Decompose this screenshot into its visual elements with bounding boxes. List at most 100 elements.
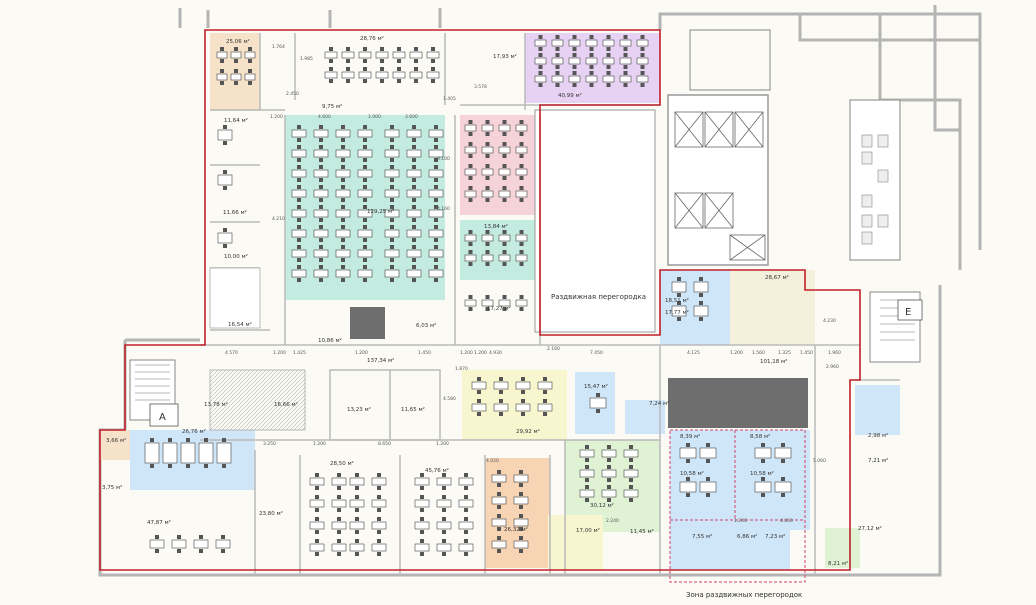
desk: [406, 249, 422, 258]
chair: [497, 505, 501, 509]
desk: [568, 75, 581, 83]
chair: [390, 265, 394, 269]
chair: [468, 142, 473, 146]
area-label: 11,45 м²: [630, 528, 654, 535]
desk: [515, 381, 531, 390]
desk: [331, 499, 347, 508]
chair: [414, 67, 418, 71]
chair: [420, 530, 424, 534]
chair: [234, 59, 238, 63]
desk: [636, 39, 649, 47]
dimension-label: 2.240: [606, 518, 619, 524]
chair: [390, 218, 394, 222]
dimension-label: 2.960: [826, 364, 839, 370]
area-label: 30,12 м²: [590, 502, 614, 509]
area-label: 40,99 м²: [558, 92, 582, 99]
chair: [222, 438, 226, 442]
service-areas: [129, 267, 921, 431]
chair: [572, 35, 577, 39]
chair: [640, 71, 645, 75]
chair: [497, 470, 501, 474]
chair: [390, 185, 394, 189]
desk: [357, 189, 373, 198]
desk: [602, 39, 615, 47]
desk: [392, 71, 406, 79]
area-label: 8,21 м²: [828, 560, 848, 567]
chair: [377, 517, 381, 521]
chair: [222, 464, 226, 468]
desk: [428, 189, 444, 198]
desk: [537, 403, 553, 412]
desk: [602, 57, 615, 65]
area-label: 7,23 м²: [765, 533, 785, 540]
chair: [497, 492, 501, 496]
chair: [538, 65, 543, 69]
chair: [420, 486, 424, 490]
chair: [596, 393, 600, 397]
chair: [315, 495, 319, 499]
chair: [223, 141, 227, 145]
furniture: [144, 35, 792, 556]
chair: [186, 438, 190, 442]
desk: [358, 51, 372, 59]
desk: [464, 190, 477, 198]
desk: [230, 51, 242, 59]
chair: [761, 459, 765, 463]
chair: [223, 186, 227, 190]
desk: [515, 190, 528, 198]
chair: [519, 242, 524, 246]
desk: [426, 71, 440, 79]
desk: [384, 249, 400, 258]
chair: [607, 478, 611, 482]
chair: [519, 164, 524, 168]
chair: [706, 443, 710, 447]
chair: [629, 485, 633, 489]
chair: [485, 230, 490, 234]
chair: [434, 245, 438, 249]
desk: [313, 229, 329, 238]
chair: [640, 47, 645, 51]
desk: [291, 229, 307, 238]
chair: [355, 517, 359, 521]
dimension-label: 8.650: [378, 441, 391, 447]
chair: [412, 265, 416, 269]
area-label: 26,32 м²: [504, 526, 528, 533]
desk: [493, 403, 509, 412]
chair: [234, 69, 238, 73]
chair: [412, 225, 416, 229]
axis-marker-a: A: [149, 403, 179, 427]
dimension-label: 7.450: [590, 350, 603, 356]
desk: [357, 149, 373, 158]
axis-label-e: E: [905, 307, 911, 318]
chair: [499, 399, 503, 403]
chair: [477, 377, 481, 381]
chair: [363, 165, 367, 169]
chair: [363, 278, 367, 282]
desk: [358, 71, 372, 79]
chair: [521, 377, 525, 381]
desk: [291, 149, 307, 158]
desk: [513, 474, 529, 483]
dimension-label: 4.930: [489, 350, 502, 356]
desk: [679, 481, 697, 493]
desk: [349, 477, 365, 486]
desk: [230, 73, 242, 81]
chair: [485, 198, 490, 202]
area-label: 28,67 м²: [765, 274, 789, 281]
desk: [144, 442, 160, 464]
chair: [485, 176, 490, 180]
chair: [223, 228, 227, 232]
chair: [677, 301, 681, 305]
chair: [355, 539, 359, 543]
chair: [363, 205, 367, 209]
chair: [706, 459, 710, 463]
desk: [601, 449, 617, 458]
desk: [551, 75, 564, 83]
dimension-label: 1.325: [778, 350, 791, 356]
chair: [319, 145, 323, 149]
desk: [602, 75, 615, 83]
desk: [217, 232, 233, 244]
chair: [434, 145, 438, 149]
area-label: 45,76 м²: [425, 467, 449, 474]
desk: [406, 169, 422, 178]
